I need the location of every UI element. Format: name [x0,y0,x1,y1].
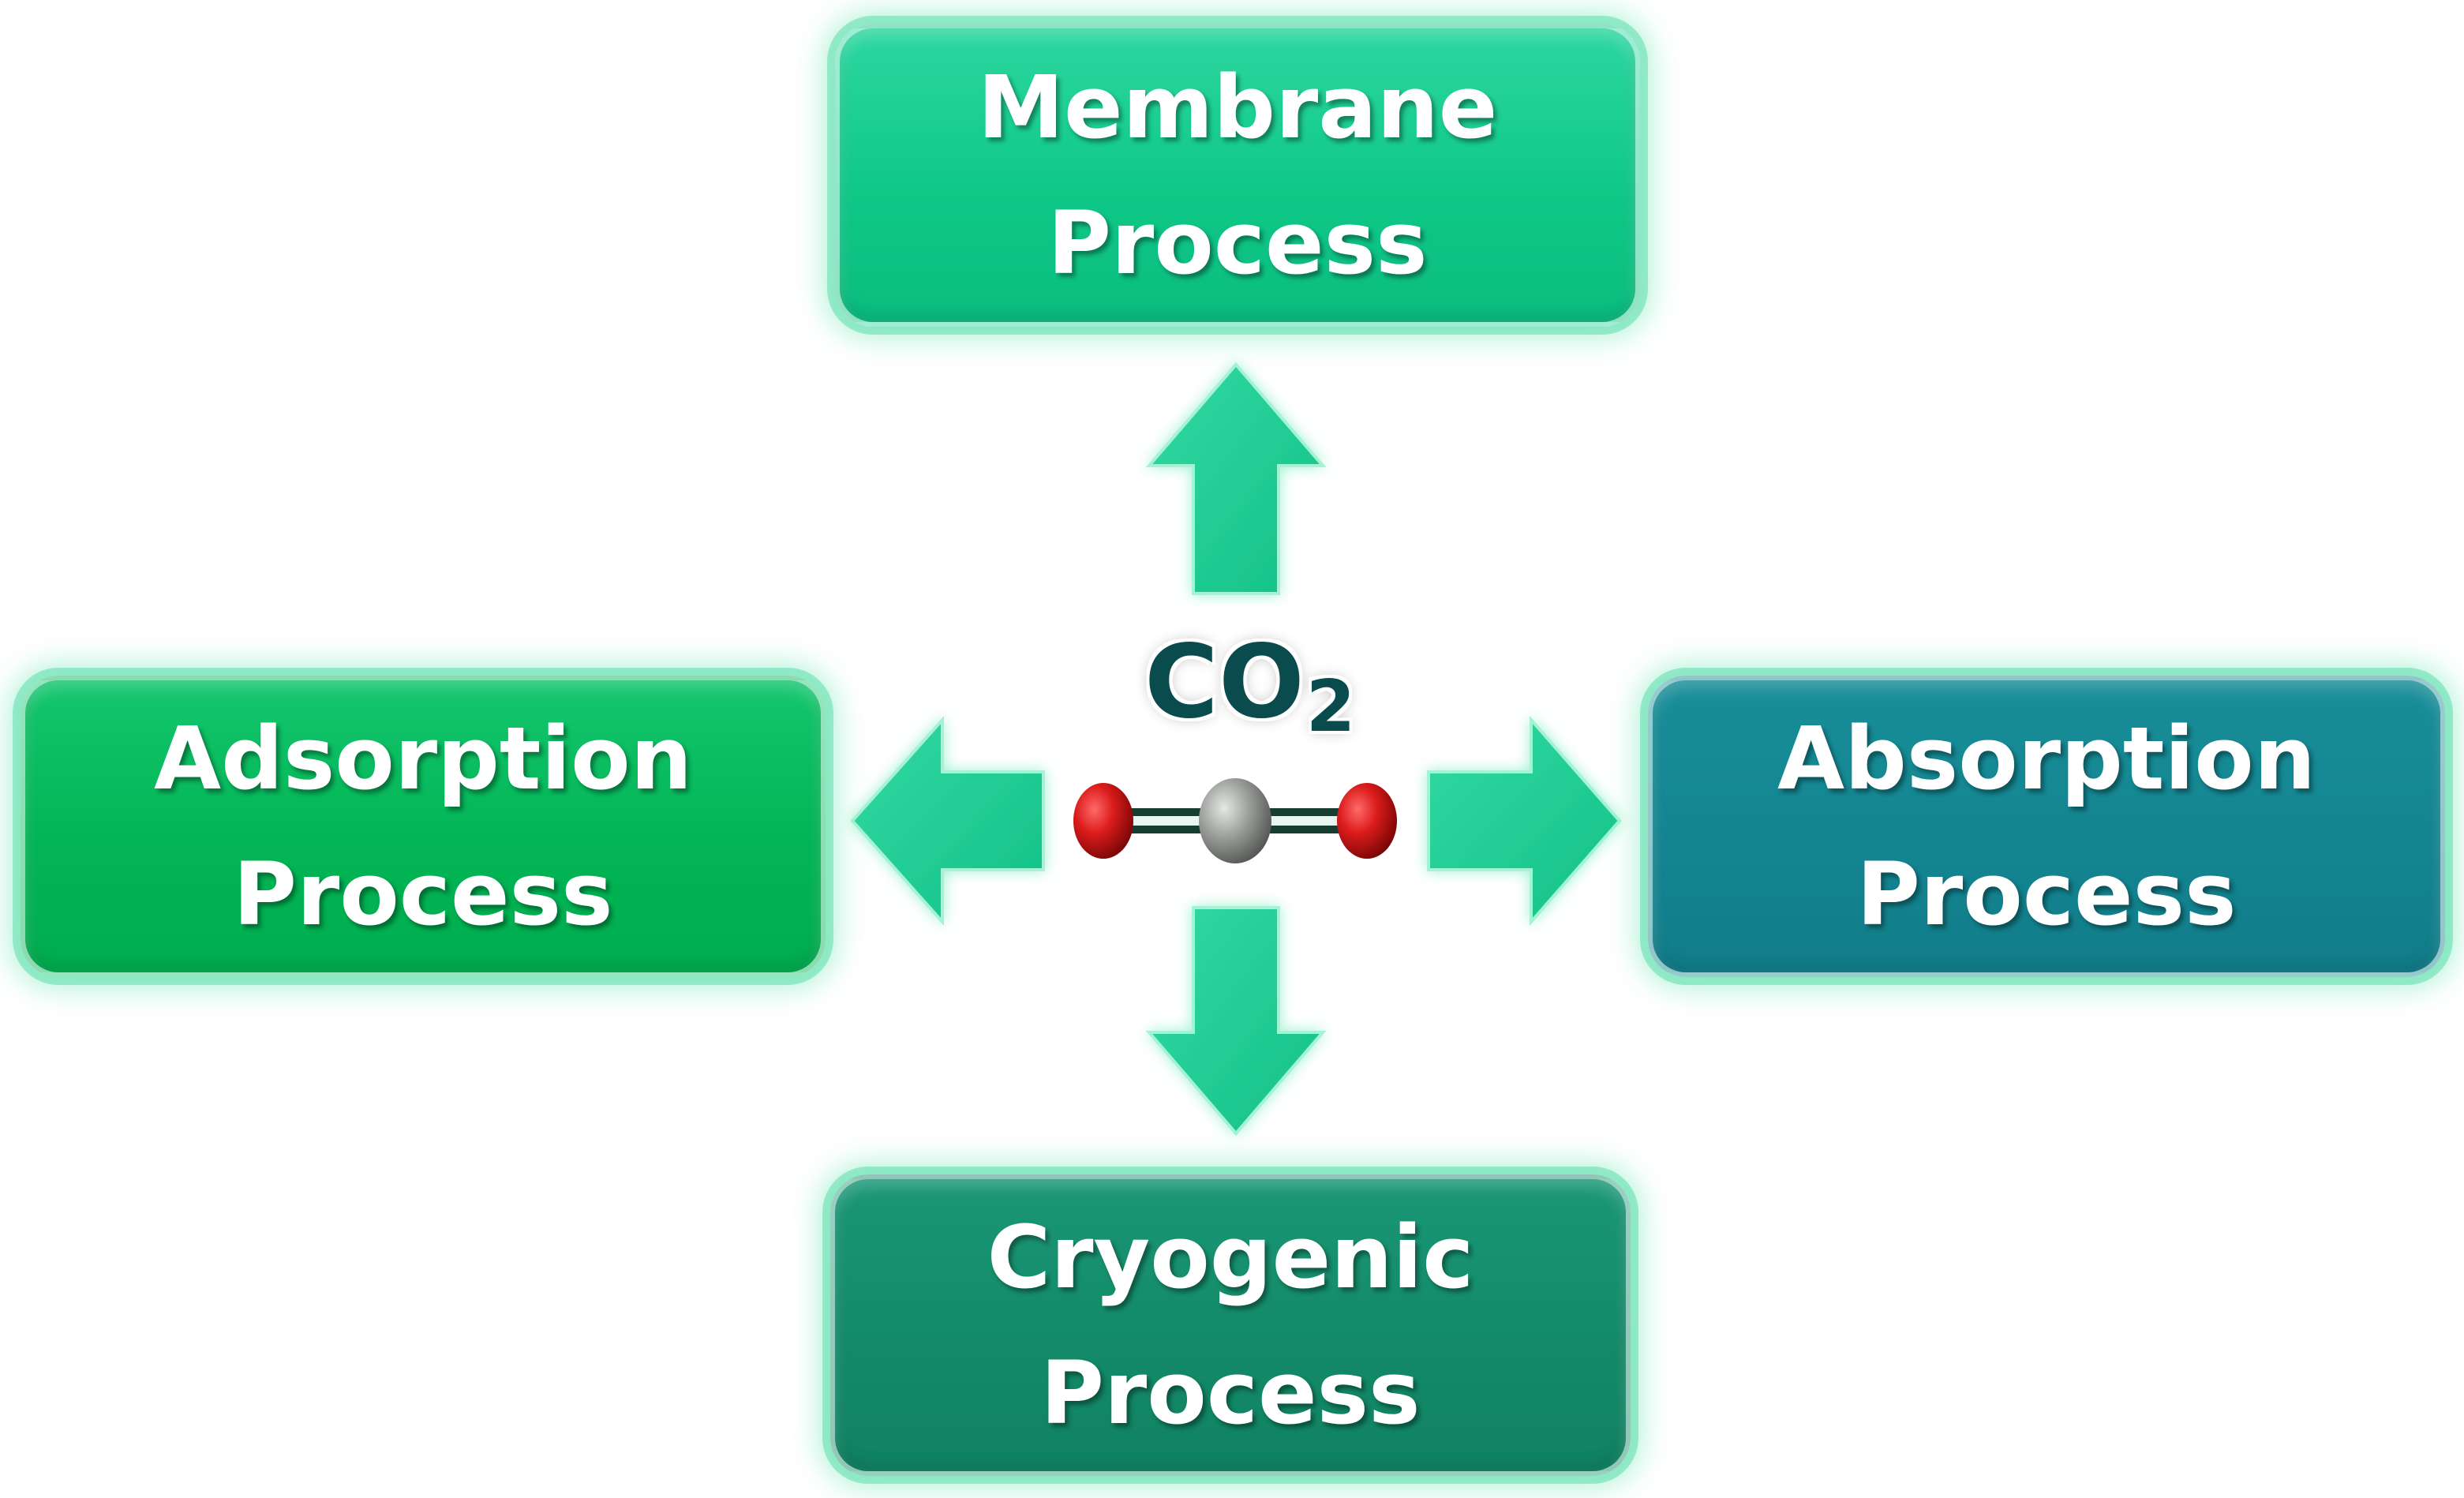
arrow-down-icon [1145,906,1327,1137]
co2-label: CO2 [1144,624,1355,766]
adsorption-process-line1: Adsorption [153,708,693,809]
membrane-process-line2: Process [1047,193,1428,294]
absorption-process-line1: Absorption [1777,708,2316,809]
cryogenic-process-line2: Process [1040,1343,1421,1444]
adsorption-process-line2: Process [233,844,613,945]
carbon-atom [1199,778,1271,863]
co2-label-main: CO [1144,624,1305,741]
cryogenic-process-line1: Cryogenic [987,1207,1474,1308]
arrow-right-icon [1427,715,1622,927]
absorption-process-box: Absorption Process [1648,676,2445,977]
absorption-process-line2: Process [1856,844,2237,945]
oxygen-atom-left [1073,783,1133,859]
co2-label-subscript: 2 [1305,665,1356,748]
arrow-left-icon [850,715,1045,927]
arrow-up-icon [1145,361,1327,595]
oxygen-atom-right [1337,783,1397,859]
co2-molecule-icon [1073,778,1397,863]
double-bond-left [1113,808,1208,833]
double-bond-right [1263,808,1357,833]
membrane-process-line1: Membrane [977,57,1498,158]
membrane-process-box: Membrane Process [835,24,1640,327]
adsorption-process-box: Adsorption Process [21,676,826,977]
cryogenic-process-box: Cryogenic Process [830,1174,1631,1476]
